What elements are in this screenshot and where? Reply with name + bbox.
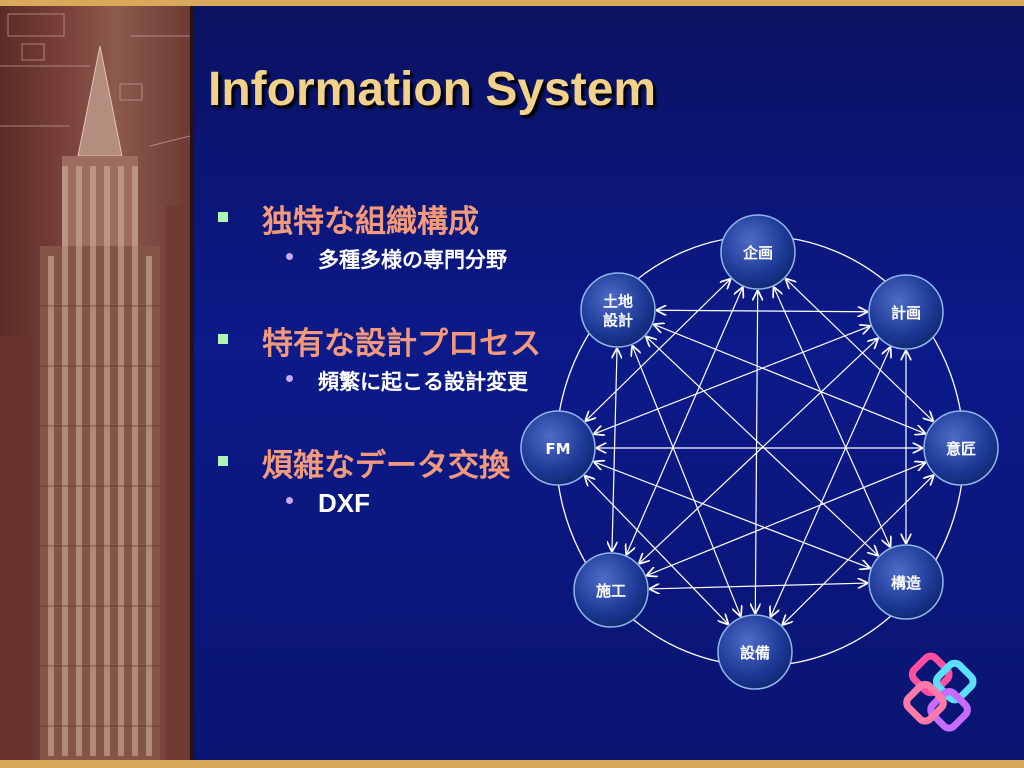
bullet-item: 独特な組織構成 <box>214 196 634 244</box>
node-label: FM <box>545 440 570 458</box>
sub-bullet-item: DXF <box>214 488 634 524</box>
node-label: 土地 <box>603 293 633 311</box>
logo-icon <box>903 652 977 732</box>
square-bullet-icon <box>218 334 228 344</box>
node-isho: 意匠 <box>923 410 999 486</box>
sub-bullet-text: 頻繁に起こる設計変更 <box>318 370 528 394</box>
bullet-text: 煩雑なデータ交換 <box>262 448 510 484</box>
connection-arrow <box>594 462 869 568</box>
bottom-frame-bar <box>0 760 1024 768</box>
sub-bullet-item: 多種多様の専門分野 <box>214 244 634 280</box>
bullet-item: 煩雑なデータ交換 <box>214 440 634 488</box>
node-kozo: 構造 <box>868 544 944 620</box>
slide-title: Information System <box>208 63 657 116</box>
node-circle <box>580 272 656 348</box>
connection-arrow <box>650 583 867 589</box>
connection-lines <box>585 279 933 624</box>
node-label: 意匠 <box>946 440 976 458</box>
node-keikaku: 計画 <box>868 274 944 350</box>
node-circle <box>868 544 944 620</box>
dot-bullet-icon <box>286 253 293 260</box>
connection-arrow <box>633 346 741 616</box>
dot-bullet-icon <box>286 497 293 504</box>
node-kikaku: 企画 <box>720 214 796 290</box>
node-circle <box>573 552 649 628</box>
node-seko: 施工 <box>573 552 649 628</box>
sub-bullet-text: DXF <box>318 488 370 518</box>
square-bullet-icon <box>218 456 228 466</box>
node-circle <box>717 614 793 690</box>
building-photo-panel <box>0 6 192 760</box>
node-circle <box>868 274 944 350</box>
node-label: 施工 <box>596 582 626 600</box>
connection-arrow <box>646 337 877 555</box>
node-label: 構造 <box>891 574 921 592</box>
dot-bullet-icon <box>286 375 293 382</box>
node-circle <box>923 410 999 486</box>
bullet-list: 独特な組織構成 多種多様の専門分野 特有な設計プロセス 頻繁に起こる設計変更 煩… <box>214 196 634 562</box>
sub-bullet-item: 頻繁に起こる設計変更 <box>214 366 634 402</box>
node-label: 設備 <box>740 644 770 662</box>
node-setsubi: 設備 <box>717 614 793 690</box>
square-bullet-icon <box>218 212 228 222</box>
panel-divider <box>190 6 194 760</box>
bullet-text: 特有な設計プロセス <box>262 326 541 362</box>
node-fm: FM <box>520 410 596 486</box>
node-circle <box>720 214 796 290</box>
sub-bullet-text: 多種多様の専門分野 <box>318 248 507 272</box>
node-label: 設計 <box>603 312 633 330</box>
connection-arrow <box>657 310 867 311</box>
bullet-text: 独特な組織構成 <box>262 204 479 240</box>
node-label: 計画 <box>891 304 921 322</box>
node-circle <box>520 410 596 486</box>
top-frame-bar <box>0 0 1024 6</box>
node-label: 企画 <box>742 244 773 262</box>
bullet-item: 特有な設計プロセス <box>214 318 634 366</box>
connection-arrow <box>612 349 617 551</box>
